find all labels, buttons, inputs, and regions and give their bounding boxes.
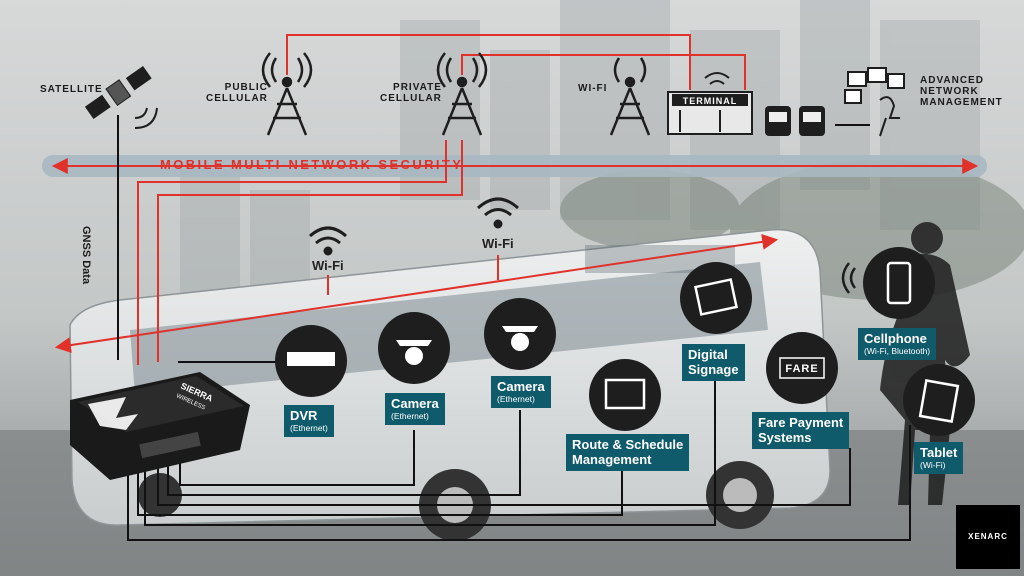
- network-management-icon: [844, 67, 905, 137]
- fare-icon-text: FARE: [785, 363, 818, 375]
- wifi-tower-icon: [609, 57, 651, 136]
- camera-box-1: Camera (Ethernet): [385, 393, 445, 425]
- wifi-label-1: Wi-Fi: [312, 258, 344, 273]
- wifi-node-label: WI-FI: [578, 83, 608, 94]
- signage-title-line2: Signage: [688, 362, 739, 377]
- tablet-sub: (Wi-Fi): [920, 460, 946, 470]
- route-schedule-box: Route & Schedule Management: [566, 434, 690, 471]
- public-cellular-tower-icon: [261, 52, 313, 136]
- dvr-sub: (Ethernet): [290, 423, 328, 433]
- fare-title-line2: Systems: [758, 430, 812, 445]
- camera-1-sub: (Ethernet): [391, 411, 429, 421]
- camera-icon-2: [484, 298, 556, 370]
- signage-title-line1: Digital: [688, 347, 728, 362]
- camera-2-sub: (Ethernet): [497, 394, 535, 404]
- network-security-banner: MOBILE MULTI-NETWORK SECURITY: [160, 157, 464, 172]
- dvr-title: DVR: [290, 408, 318, 423]
- cellphone-icon: [841, 247, 935, 319]
- cellphone-box: Cellphone (Wi-Fi, Bluetooth): [858, 328, 937, 360]
- route-schedule-icon: [589, 359, 661, 431]
- wifi-icon: [309, 197, 520, 256]
- wifi-label-2: Wi-Fi: [482, 236, 514, 251]
- gateway-device-icon: [70, 372, 250, 480]
- private-cellular-tower-icon: [436, 52, 488, 136]
- fare-icon: [766, 332, 838, 404]
- camera-icon-1: [378, 312, 450, 384]
- terminal-label: TERMINAL: [683, 96, 738, 106]
- tablet-box: Tablet (Wi-Fi): [914, 442, 964, 474]
- tablet-icon: [903, 364, 975, 436]
- cellphone-title: Cellphone: [864, 331, 927, 346]
- satellite-label: SATELLITE: [40, 84, 103, 95]
- brand-logo: XENARC: [956, 505, 1020, 569]
- dvr-icon: [275, 325, 347, 397]
- route-title-line1: Route & Schedule: [572, 437, 684, 452]
- terminal-building-icon: [667, 72, 753, 135]
- fare-title-line1: Fare Payment: [758, 415, 844, 430]
- tablet-title: Tablet: [920, 445, 958, 460]
- dvr-box: DVR (Ethernet): [284, 405, 334, 437]
- digital-signage-box: Digital Signage: [682, 344, 745, 381]
- camera-box-2: Camera (Ethernet): [491, 376, 551, 408]
- satellite-icon: [84, 66, 158, 129]
- camera-1-title: Camera: [391, 396, 439, 411]
- gnss-data-label: GNSS Data: [80, 226, 92, 285]
- fare-payment-box: Fare Payment Systems: [752, 412, 850, 449]
- wifi-signal-arrow: [54, 233, 779, 354]
- mini-bus-icons: [765, 106, 825, 136]
- route-title-line2: Management: [572, 452, 652, 467]
- camera-2-title: Camera: [497, 379, 545, 394]
- cellphone-sub: (Wi-Fi, Bluetooth): [864, 346, 931, 356]
- digital-signage-icon: [680, 262, 752, 334]
